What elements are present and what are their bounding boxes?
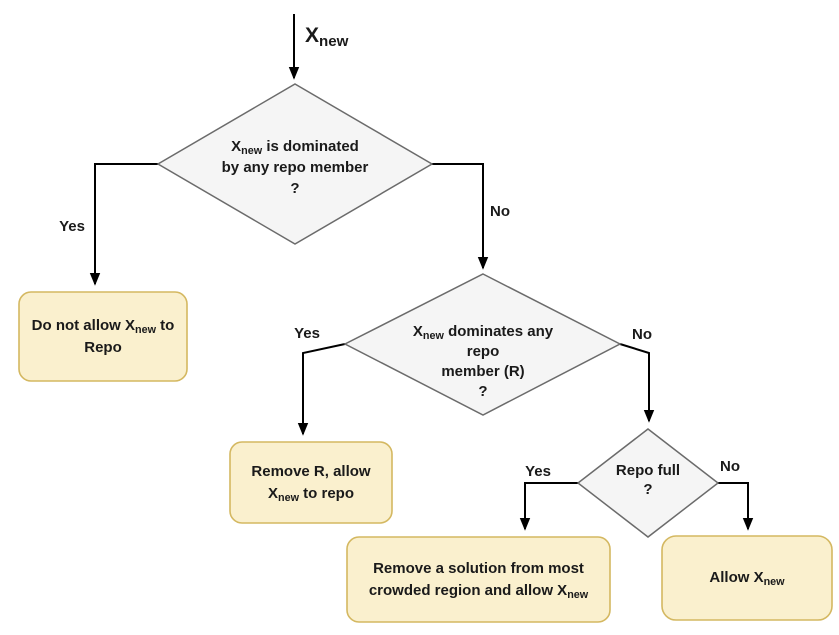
edge-d2-no-arrow: [619, 343, 655, 423]
action-b1-line2: Repo: [84, 338, 122, 356]
entry-label-sub: new: [319, 33, 349, 51]
edge-d3-yes-arrow: [519, 482, 578, 531]
action-b3-line1: Remove a solution from most: [373, 559, 584, 577]
edge-label-d3-no: No: [720, 458, 740, 475]
action-do-not-allow-label: Do not allow Xnew to Repo: [19, 292, 187, 381]
edge-d2-yes-arrow: [297, 343, 346, 436]
edge-label-d3-yes: Yes: [525, 463, 551, 480]
entry-label-base: X: [305, 24, 320, 47]
edge-d1-yes-arrow: [89, 163, 158, 286]
decision-d3-line2: ?: [643, 481, 653, 498]
decision-dominates-repo-member-label: Xnew dominates any repo member (R) ?: [363, 322, 603, 402]
decision-d3-line1: Repo full: [615, 462, 681, 479]
decision-dominates-repo-member-shape: [343, 273, 622, 416]
action-b4-line1: Allow Xnew: [709, 569, 785, 589]
action-b2-line1: Remove R, allow: [251, 462, 371, 480]
decision-d2-line1: Xnew dominates any: [412, 323, 554, 343]
decision-repo-full-shape: [576, 428, 720, 538]
edge-d1-no-arrow: [432, 163, 489, 270]
decision-d2-line2: repo: [466, 343, 500, 360]
action-do-not-allow-shape: [18, 291, 188, 382]
edge-label-d1-yes: Yes: [59, 218, 85, 235]
decision-d2-line3: member (R): [441, 363, 525, 380]
action-remove-crowded-label: Remove a solution from most crowded regi…: [347, 537, 610, 622]
decision-dominated-by-repo-label: Xnew is dominated by any repo member ?: [175, 136, 415, 199]
edge-label-d1-no: No: [490, 203, 510, 220]
decision-repo-full-label: Repo full ?: [588, 461, 708, 499]
decision-d1-line2: by any repo member: [221, 159, 369, 176]
action-b2-line2: Xnew to repo: [267, 484, 354, 504]
edge-d3-no-arrow: [718, 482, 754, 531]
edge-label-d2-no: No: [632, 326, 652, 343]
decision-d2-line4: ?: [478, 383, 488, 400]
action-b3-line2: crowded region and allow Xnew: [368, 581, 589, 601]
action-remove-r-shape: [229, 441, 393, 524]
action-allow-shape: [661, 535, 833, 621]
action-allow-label: Allow Xnew: [662, 536, 832, 620]
decision-d1-line3: ?: [290, 180, 300, 197]
edge-label-d2-yes: Yes: [294, 325, 320, 342]
decision-dominated-by-repo-shape: [156, 83, 434, 245]
decision-d1-line1: Xnew is dominated: [231, 138, 359, 158]
entry-label: Xnew: [305, 24, 349, 51]
action-remove-r-label: Remove R, allow Xnew to repo: [230, 442, 392, 523]
action-b1-line1: Do not allow Xnew to: [31, 316, 175, 336]
action-remove-crowded-shape: [346, 536, 611, 623]
